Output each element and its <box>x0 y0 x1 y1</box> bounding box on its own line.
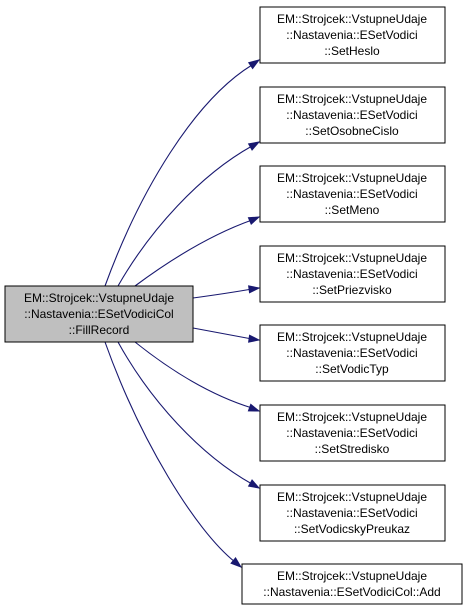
target-node-label-line-3: ::SetVodicskyPreukaz <box>294 522 410 536</box>
target-node-box <box>259 404 446 462</box>
target-node-label-line-1: EM::Strojcek::VstupneUdaje <box>277 92 427 106</box>
arrowhead-to-setmeno <box>247 216 261 226</box>
edge-to-setvodictyp <box>192 327 253 340</box>
target-node-box <box>259 324 446 382</box>
source-node-label-line-1: EM::Strojcek::VstupneUdaje <box>24 291 174 305</box>
target-node-label-line-1: EM::Strojcek::VstupneUdaje <box>277 490 427 504</box>
target-node-setvodictyp[interactable]: EM::Strojcek::VstupneUdaje ::Nastavenia:… <box>259 324 446 382</box>
edge-to-setmeno <box>134 219 253 287</box>
target-node-box <box>241 563 463 605</box>
target-node-label-line-3: ::SetPriezvisko <box>312 283 392 297</box>
arrowhead-to-add <box>230 557 243 568</box>
target-node-setosobnecislo[interactable]: EM::Strojcek::VstupneUdaje ::Nastavenia:… <box>259 86 446 144</box>
target-node-label-line-2: ::Nastavenia::ESetVodiciCol::Add <box>263 585 440 599</box>
edge-to-add <box>104 341 236 563</box>
target-node-label-line-2: ::Nastavenia::ESetVodici <box>286 506 417 520</box>
target-node-label-line-1: EM::Strojcek::VstupneUdaje <box>277 171 427 185</box>
target-node-box <box>259 6 446 64</box>
target-node-label-line-3: ::SetVodicTyp <box>315 362 389 376</box>
edge-to-setvodicskypreukaz <box>117 341 253 485</box>
source-node-fillrecord[interactable]: EM::Strojcek::VstupneUdaje ::Nastavenia:… <box>4 285 194 343</box>
edge-to-setpriezvisko <box>192 288 253 299</box>
arrowhead-to-setheslo <box>247 59 261 70</box>
target-node-setstredisko[interactable]: EM::Strojcek::VstupneUdaje ::Nastavenia:… <box>259 404 446 462</box>
arrowhead-to-setpriezvisko <box>248 285 261 294</box>
target-node-setvodicskypreukaz[interactable]: EM::Strojcek::VstupneUdaje ::Nastavenia:… <box>259 484 446 542</box>
target-node-label-line-1: EM::Strojcek::VstupneUdaje <box>277 251 427 265</box>
target-node-label-line-3: ::SetMeno <box>325 203 380 217</box>
edge-to-setstredisko <box>134 341 253 409</box>
arrowhead-to-setstredisko <box>247 403 261 412</box>
arrowhead-to-setvodicskypreukaz <box>247 479 261 489</box>
target-node-setheslo[interactable]: EM::Strojcek::VstupneUdaje ::Nastavenia:… <box>259 6 446 64</box>
target-node-box <box>259 484 446 542</box>
target-node-label-line-3: ::SetStredisko <box>315 442 390 456</box>
target-node-label-line-1: EM::Strojcek::VstupneUdaje <box>277 330 427 344</box>
source-node-label-line-2: ::Nastavenia::ESetVodiciCol <box>24 307 173 321</box>
target-node-label-line-3: ::SetOsobneCislo <box>305 124 399 138</box>
source-node-label-line-3: ::FillRecord <box>69 323 130 337</box>
edges <box>104 59 261 568</box>
target-node-label-line-2: ::Nastavenia::ESetVodici <box>286 187 417 201</box>
target-node-add[interactable]: EM::Strojcek::VstupneUdaje ::Nastavenia:… <box>241 563 463 605</box>
source-node-box <box>4 285 194 343</box>
target-node-label-line-2: ::Nastavenia::ESetVodici <box>286 426 417 440</box>
target-node-label-line-2: ::Nastavenia::ESetVodici <box>286 108 417 122</box>
target-node-label-line-2: ::Nastavenia::ESetVodici <box>286 28 417 42</box>
target-node-box <box>259 165 446 223</box>
target-node-label-line-1: EM::Strojcek::VstupneUdaje <box>277 569 427 583</box>
target-node-setmeno[interactable]: EM::Strojcek::VstupneUdaje ::Nastavenia:… <box>259 165 446 223</box>
target-node-label-line-1: EM::Strojcek::VstupneUdaje <box>277 410 427 424</box>
target-node-box <box>259 245 446 303</box>
target-node-label-line-2: ::Nastavenia::ESetVodici <box>286 267 417 281</box>
edge-to-setheslo <box>104 64 253 287</box>
target-node-label-line-3: ::SetHeslo <box>324 44 380 58</box>
edge-to-setosobnecislo <box>117 145 253 287</box>
arrowhead-to-setosobnecislo <box>247 141 261 151</box>
target-node-setpriezvisko[interactable]: EM::Strojcek::VstupneUdaje ::Nastavenia:… <box>259 245 446 303</box>
target-node-label-line-1: EM::Strojcek::VstupneUdaje <box>277 12 427 26</box>
arrowhead-to-setvodictyp <box>248 334 261 343</box>
target-node-box <box>259 86 446 144</box>
target-node-label-line-2: ::Nastavenia::ESetVodici <box>286 346 417 360</box>
